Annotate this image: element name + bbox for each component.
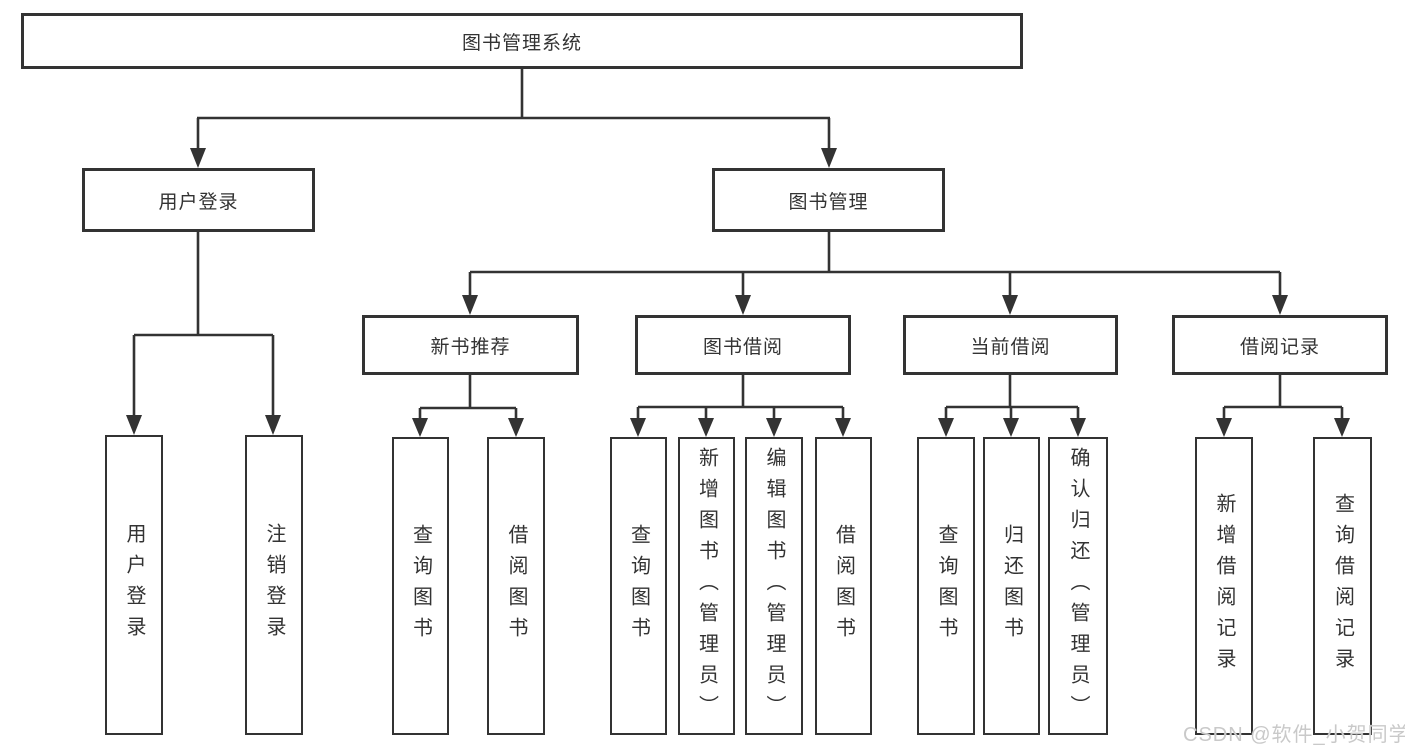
node-user-login-leaf: 用户登录 (105, 435, 163, 735)
node-borrow-books-recommend: 借阅图书 (487, 437, 545, 735)
arrow-down-icon (462, 295, 478, 315)
node-borrowing-records: 借阅记录 (1172, 315, 1388, 375)
node-add-borrowing-record: 新增借阅记录 (1195, 437, 1253, 735)
arrow-down-icon (735, 295, 751, 315)
arrow-down-icon (698, 418, 714, 437)
node-book-management: 图书管理 (712, 168, 945, 232)
node-confirm-return-admin: 确认归还（管理员） (1048, 437, 1108, 735)
node-add-book-admin: 新增图书（管理员） (678, 437, 735, 735)
arrow-down-icon (265, 415, 281, 435)
arrow-down-icon (126, 415, 142, 435)
node-query-books-current: 查询图书 (917, 437, 975, 735)
node-user-login: 用户登录 (82, 168, 315, 232)
node-logout-leaf: 注销登录 (245, 435, 303, 735)
node-query-borrowing-record: 查询借阅记录 (1313, 437, 1372, 735)
node-query-books-borrowing: 查询图书 (610, 437, 667, 735)
connector-book-borrowing-children (630, 375, 851, 437)
arrow-down-icon (1070, 418, 1086, 437)
arrow-down-icon (821, 148, 837, 168)
arrow-down-icon (190, 148, 206, 168)
arrow-down-icon (1003, 418, 1019, 437)
node-return-books: 归还图书 (983, 437, 1040, 735)
arrow-down-icon (1334, 418, 1350, 437)
csdn-watermark: CSDN @软件_小贺同学 (1183, 724, 1405, 746)
node-current-borrowing: 当前借阅 (903, 315, 1118, 375)
arrow-down-icon (508, 418, 524, 437)
arrow-down-icon (938, 418, 954, 437)
arrow-down-icon (766, 418, 782, 437)
node-edit-book-admin: 编辑图书（管理员） (745, 437, 803, 735)
node-library-management-system: 图书管理系统 (21, 13, 1023, 69)
arrow-down-icon (412, 418, 428, 437)
connector-root-to-level2 (190, 69, 837, 168)
connector-borrowing-records-children (1216, 375, 1350, 437)
connector-book-management-children (462, 232, 1288, 315)
node-borrow-books-leaf: 借阅图书 (815, 437, 872, 735)
connector-current-borrowing-children (938, 375, 1086, 437)
node-book-borrowing: 图书借阅 (635, 315, 851, 375)
node-query-books-recommend: 查询图书 (392, 437, 449, 735)
arrow-down-icon (835, 418, 851, 437)
arrow-down-icon (1002, 295, 1018, 315)
arrow-down-icon (1216, 418, 1232, 437)
arrow-down-icon (1272, 295, 1288, 315)
node-new-book-recommendation: 新书推荐 (362, 315, 579, 375)
connector-user-login-children (126, 232, 281, 435)
arrow-down-icon (630, 418, 646, 437)
connector-new-book-recommendation-children (412, 375, 524, 437)
